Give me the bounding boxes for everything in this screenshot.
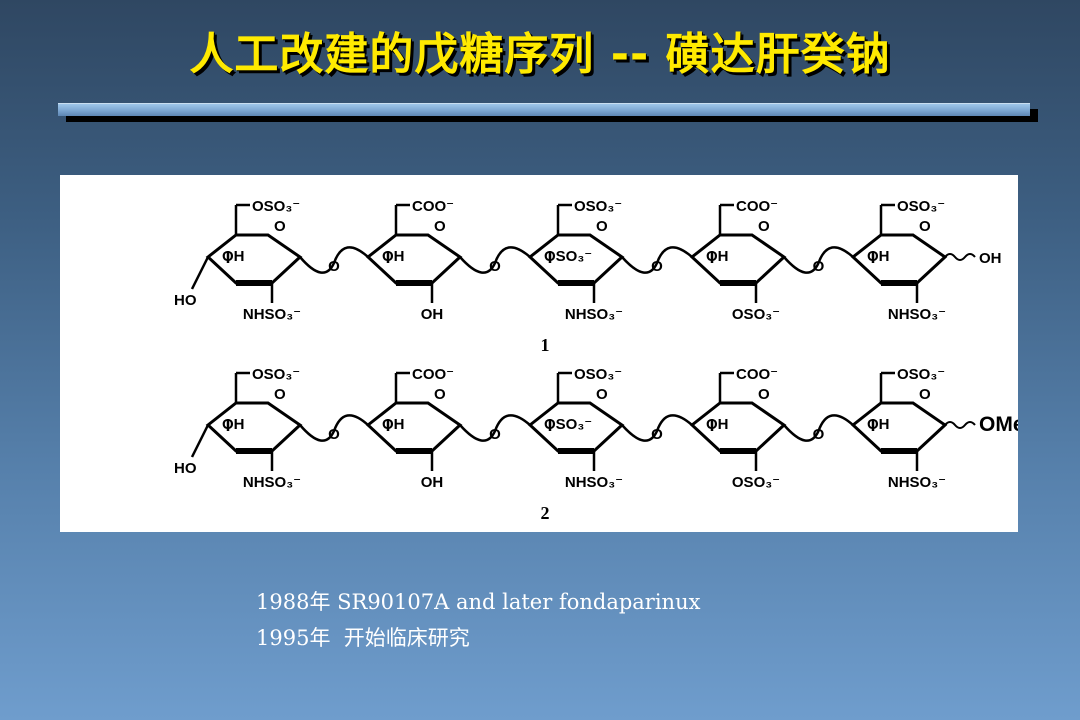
top-substituent-1-3: OSO₃⁻ [574,198,622,215]
linker-oxygen-2-2: O [489,426,501,443]
ring-oxygen-1-2: O [434,218,446,235]
structure-drawing: OSO₃⁻OOHNHSO₃⁻HOOCOO⁻OOHOHOOSO₃⁻OOSO₃⁻NH… [174,198,1018,523]
glycosidic-bond-1-4 [783,246,854,274]
ring-oxygen-2-2: O [434,386,446,403]
ring-oxygen-1-5: O [919,218,931,235]
top-substituent-1-2: COO⁻ [412,198,454,215]
ho-bond-1 [190,256,210,290]
reducing-end-group-2: OMe [979,413,1018,436]
linker-oxygen-1-1: O [328,258,340,275]
title-divider [58,103,1030,116]
left-substituent-2-5: OH [867,416,890,433]
note-line-1995: 1995年 开始临床研究 [256,626,470,650]
compound-number-1: 1 [541,335,550,355]
left-substituent-2-1: OH [222,416,245,433]
bottom-substituent-1-4: OSO₃⁻ [732,306,780,323]
bottom-substituent-2-3: NHSO₃⁻ [565,474,623,491]
left-substituent-2-2: OH [382,416,405,433]
bottom-substituent-1-1: NHSO₃⁻ [243,306,301,323]
linker-oxygen-2-4: O [813,426,825,443]
top-substituent-2-1: OSO₃⁻ [252,366,300,383]
ring-oxygen-1-3: O [596,218,608,235]
bottom-substituent-2-5: NHSO₃⁻ [888,474,946,491]
bottom-substituent-1-3: NHSO₃⁻ [565,306,623,323]
glycosidic-bond-1-1 [299,246,369,274]
slide-title: 人工改建的戊糖序列 -- 磺达肝癸钠 [189,29,891,80]
top-substituent-1-5: OSO₃⁻ [897,198,945,215]
top-substituent-1-1: OSO₃⁻ [252,198,300,215]
ring-oxygen-2-3: O [596,386,608,403]
bottom-substituent-2-4: OSO₃⁻ [732,474,780,491]
bottom-substituent-2-2: OH [421,474,444,491]
reducing-end-group-1: OH [979,250,1002,267]
glycosidic-bond-1-3 [621,246,693,274]
top-substituent-2-3: OSO₃⁻ [574,366,622,383]
left-substituent-1-5: OH [867,248,890,265]
left-substituent-1-4: OH [706,248,729,265]
glycosidic-bond-2-4 [783,414,854,442]
top-substituent-1-4: COO⁻ [736,198,778,215]
linker-oxygen-2-1: O [328,426,340,443]
glycosidic-bond-2-2 [459,414,531,442]
linker-oxygen-1-2: O [489,258,501,275]
note-line-1988: 1988年 SR90107A and later fondaparinux [256,590,701,614]
left-substituent-1-3: OSO₃⁻ [544,248,592,265]
left-substituent-2-3: OSO₃⁻ [544,416,592,433]
reducing-end-bond-1 [944,253,976,261]
bottom-substituent-1-2: OH [421,306,444,323]
left-substituent-1-2: OH [382,248,405,265]
linker-oxygen-1-3: O [651,258,663,275]
ring-oxygen-2-4: O [758,386,770,403]
bottom-substituent-1-5: NHSO₃⁻ [888,306,946,323]
top-substituent-2-4: COO⁻ [736,366,778,383]
left-substituent-1-1: OH [222,248,245,265]
glycosidic-bond-2-3 [621,414,693,442]
bottom-substituent-2-1: NHSO₃⁻ [243,474,301,491]
ho-substituent-2: HO [174,460,197,477]
ho-substituent-1: HO [174,292,197,309]
top-substituent-2-2: COO⁻ [412,366,454,383]
ring-oxygen-1-4: O [758,218,770,235]
ring-oxygen-1-1: O [274,218,286,235]
top-substituent-2-5: OSO₃⁻ [897,366,945,383]
reducing-end-bond-2 [944,421,976,429]
linker-oxygen-2-3: O [651,426,663,443]
left-substituent-2-4: OH [706,416,729,433]
ring-oxygen-2-1: O [274,386,286,403]
glycosidic-bond-1-2 [459,246,531,274]
ring-oxygen-2-5: O [919,386,931,403]
compound-number-2: 2 [541,503,550,523]
linker-oxygen-1-4: O [813,258,825,275]
ho-bond-2 [190,424,210,458]
glycosidic-bond-2-1 [299,414,369,442]
history-notes: 1988年 SR90107A and later fondaparinux 19… [256,584,700,656]
